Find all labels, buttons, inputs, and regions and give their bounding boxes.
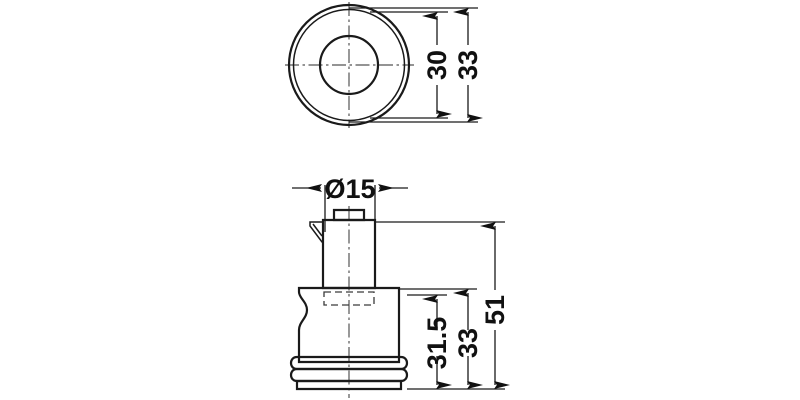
dim-30-label: 30 (422, 50, 452, 80)
dim-51-label: 51 (480, 295, 510, 325)
dim-33-front-group: 33 (453, 289, 483, 389)
dim-51-group: 51 (480, 222, 510, 389)
hidden-bore-outline (323, 291, 375, 306)
top-view-outer-circle (287, 3, 411, 127)
front-view-dimensions-group: 31.5 33 51 (375, 221, 510, 390)
barb-ring-3 (295, 379, 403, 391)
dim-30-group: 30 (422, 12, 452, 118)
top-view-outer-circle-inner-edge (292, 8, 406, 122)
dim-diameter-15-group: Ø15 (292, 174, 408, 232)
top-view-dimensions-group: 30 33 (349, 7, 483, 123)
body (297, 286, 401, 364)
top-view-inner-circle (318, 34, 380, 96)
dim-31-5-group: 31.5 (422, 295, 452, 389)
top-view-group (285, 2, 414, 128)
dim-33-top-label: 33 (453, 50, 483, 80)
retaining-hook-inner-line (312, 223, 323, 237)
retaining-hook-icon (309, 221, 323, 243)
dim-d15-label: Ø15 (324, 174, 375, 204)
dim-33-front-label: 33 (453, 328, 483, 358)
dim-31-5-label: 31.5 (422, 317, 452, 370)
front-view-group (289, 206, 409, 398)
dim-33-top-group: 33 (453, 8, 483, 122)
